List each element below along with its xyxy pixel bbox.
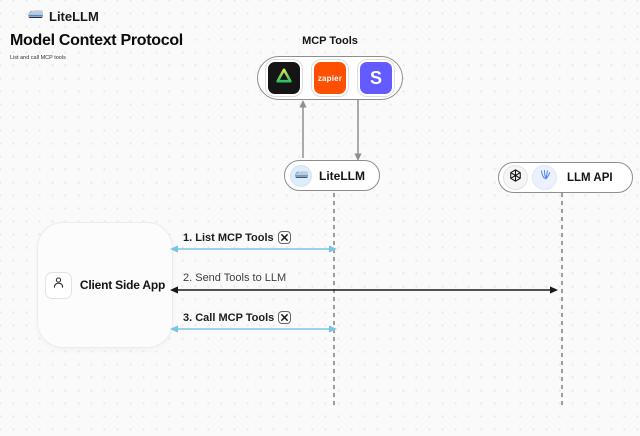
green-triangle-tool-chip — [266, 60, 302, 96]
send-tools-to-llm-arrow — [170, 283, 558, 301]
stripe-logo: S — [369, 67, 382, 88]
message-1: 1. List MCP Tools — [183, 231, 291, 244]
page-subtitle: List and call MCP tools — [10, 55, 66, 61]
llm-api-node-label: LLM API — [567, 171, 613, 184]
client-node-label: Client Side App — [79, 278, 166, 292]
client-icon-box — [44, 271, 72, 299]
bullet-train-icon — [27, 7, 44, 25]
mcp-down-arrow — [352, 99, 364, 166]
mcp-tools-node: zapier S — [257, 56, 403, 100]
client-side-app-node: Client Side App — [37, 222, 173, 348]
litellm-lifeline — [333, 193, 335, 407]
stripe-tool-chip: S — [358, 60, 394, 96]
brand: LiteLLM — [27, 7, 99, 25]
message-2: 2. Send Tools to LLM — [183, 272, 286, 284]
blue-feather-icon — [538, 168, 552, 187]
list-mcp-tools-arrow — [170, 242, 337, 260]
message-2-label: 2. Send Tools to LLM — [183, 272, 287, 284]
llm-api-lifeline — [561, 193, 563, 407]
llm-api-node: LLM API — [498, 162, 633, 193]
zapier-tool-chip: zapier — [312, 60, 348, 96]
mcp-tools-label: MCP Tools — [302, 35, 358, 47]
person-icon — [51, 275, 66, 295]
message-3: 3. Call MCP Tools — [183, 311, 292, 324]
litellm-badge — [290, 164, 312, 187]
provider-badge — [532, 165, 557, 190]
message-1-label: 1. List MCP Tools — [183, 231, 274, 244]
bullet-train-icon — [294, 167, 309, 185]
zapier-logo: zapier — [317, 73, 343, 83]
green-triangle-icon — [274, 66, 294, 91]
litellm-node-label: LiteLLM — [319, 168, 365, 183]
mcp-up-arrow — [297, 100, 309, 165]
call-mcp-tools-arrow — [170, 322, 337, 340]
openai-logo-icon — [508, 168, 523, 188]
crossed-tools-icon — [277, 231, 291, 244]
openai-badge — [503, 165, 528, 190]
page-title: Model Context Protocol — [10, 32, 183, 49]
brand-name: LiteLLM — [49, 8, 99, 24]
litellm-node: LiteLLM — [284, 160, 380, 191]
crossed-tools-icon — [278, 311, 292, 324]
message-3-label: 3. Call MCP Tools — [183, 311, 275, 324]
